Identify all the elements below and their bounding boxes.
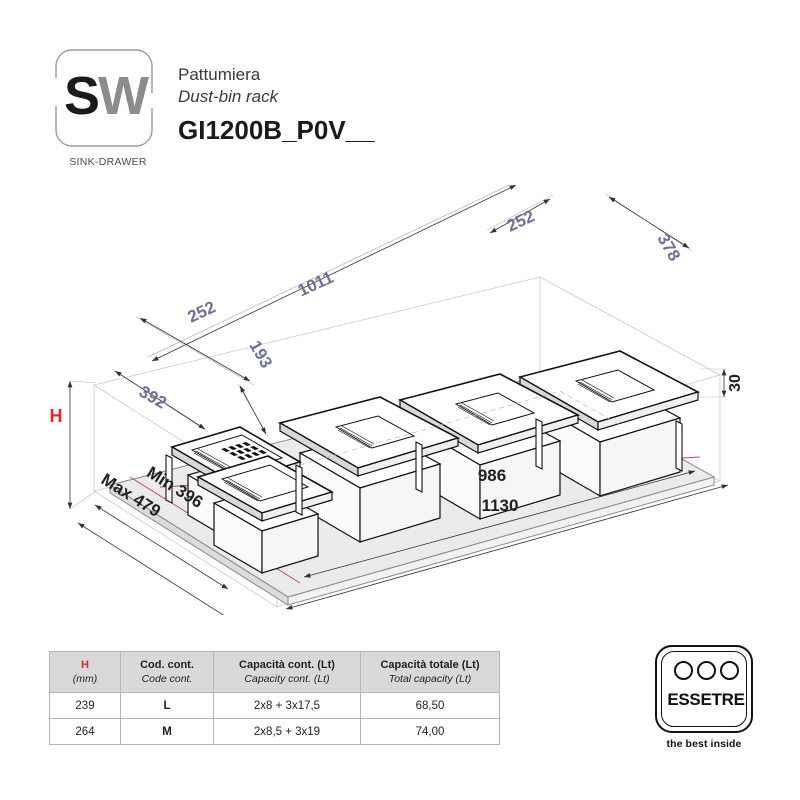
circle-icon [696, 661, 716, 680]
cell-code: M [120, 718, 214, 745]
dim-252-left: 252 [185, 297, 219, 326]
essetre-logo-frame-inner [661, 651, 747, 727]
technical-drawing: 1011 252 252 193 378 392 H Min 396 Max 4… [0, 185, 800, 615]
col-header-total-en: Total capacity (Lt) [388, 673, 472, 685]
dim-30: 30 [727, 374, 744, 392]
specification-table: H (mm) Cod. cont. Code cont. Capacità co… [49, 651, 500, 745]
dim-378: 378 [653, 230, 684, 264]
sink-drawer-logo: SW SINK-DRAWER [48, 48, 163, 168]
col-header-capacity: Capacità cont. (Lt) Capacity cont. (Lt) [213, 651, 361, 693]
dim-1011: 1011 [295, 268, 336, 301]
isometric-drawing-svg: 1011 252 252 193 378 392 H Min 396 Max 4… [50, 185, 744, 615]
product-code: GI1200B_P0V__ [178, 115, 375, 145]
cell-total: 74,00 [360, 718, 500, 745]
dim-986: 986 [478, 466, 506, 485]
cell-capacity: 2x8 + 3x17,5 [213, 692, 361, 719]
col-header-capacity-en: Capacity cont. (Lt) [244, 673, 330, 685]
essetre-dots [657, 661, 755, 680]
col-header-h-it: H [81, 659, 89, 671]
table-row: 264 M 2x8,5 + 3x19 74,00 [49, 718, 500, 745]
product-title-block: Pattumiera Dust-bin rack GI1200B_P0V__ [178, 64, 598, 148]
logo-letter-s: S [64, 66, 100, 126]
col-header-code-it: Cod. cont. [140, 659, 194, 671]
product-title-italian: Pattumiera [178, 65, 261, 84]
essetre-name: ESSETRE [667, 690, 745, 709]
dim-1130: 1130 [482, 496, 519, 515]
logo-tagline: SINK-DRAWER [69, 156, 147, 168]
col-header-code: Cod. cont. Code cont. [120, 651, 214, 693]
col-header-code-en: Code cont. [141, 673, 193, 685]
dim-392: 392 [136, 382, 170, 413]
product-title-english: Dust-bin rack [178, 87, 279, 106]
circle-icon [719, 661, 739, 680]
cell-h: 264 [49, 718, 121, 745]
hidden-lines [299, 390, 621, 466]
dim-H: H [50, 406, 63, 426]
table-row: 239 L 2x8 + 3x17,5 68,50 [49, 692, 500, 719]
col-header-total: Capacità totale (Lt) Total capacity (Lt) [360, 651, 500, 693]
logo-wordmark: SW [48, 66, 163, 126]
cell-code: L [120, 692, 214, 719]
grille-perforations [221, 442, 267, 460]
circle-icon [673, 661, 693, 680]
dim-252-right: 252 [504, 206, 538, 235]
col-header-h-en: (mm) [72, 673, 98, 685]
cell-total: 68,50 [360, 692, 500, 719]
table-header-row: H (mm) Cod. cont. Code cont. Capacità co… [49, 651, 500, 693]
logo-letter-w: W [98, 66, 149, 126]
page-header: SW SINK-DRAWER Pattumiera Dust-bin rack … [0, 0, 800, 190]
essetre-slogan: the best inside [666, 738, 742, 750]
cell-h: 239 [49, 692, 121, 719]
logo-frame-icon [55, 49, 153, 147]
cell-capacity: 2x8,5 + 3x19 [213, 718, 361, 745]
essetre-logo: ESSETRE the best inside [645, 645, 765, 757]
col-header-capacity-it: Capacità cont. (Lt) [239, 659, 335, 671]
col-header-h: H (mm) [49, 651, 121, 693]
dimension-lines [67, 185, 729, 615]
col-header-total-it: Capacità totale (Lt) [380, 659, 480, 671]
essetre-logo-frame: ESSETRE [655, 645, 753, 733]
